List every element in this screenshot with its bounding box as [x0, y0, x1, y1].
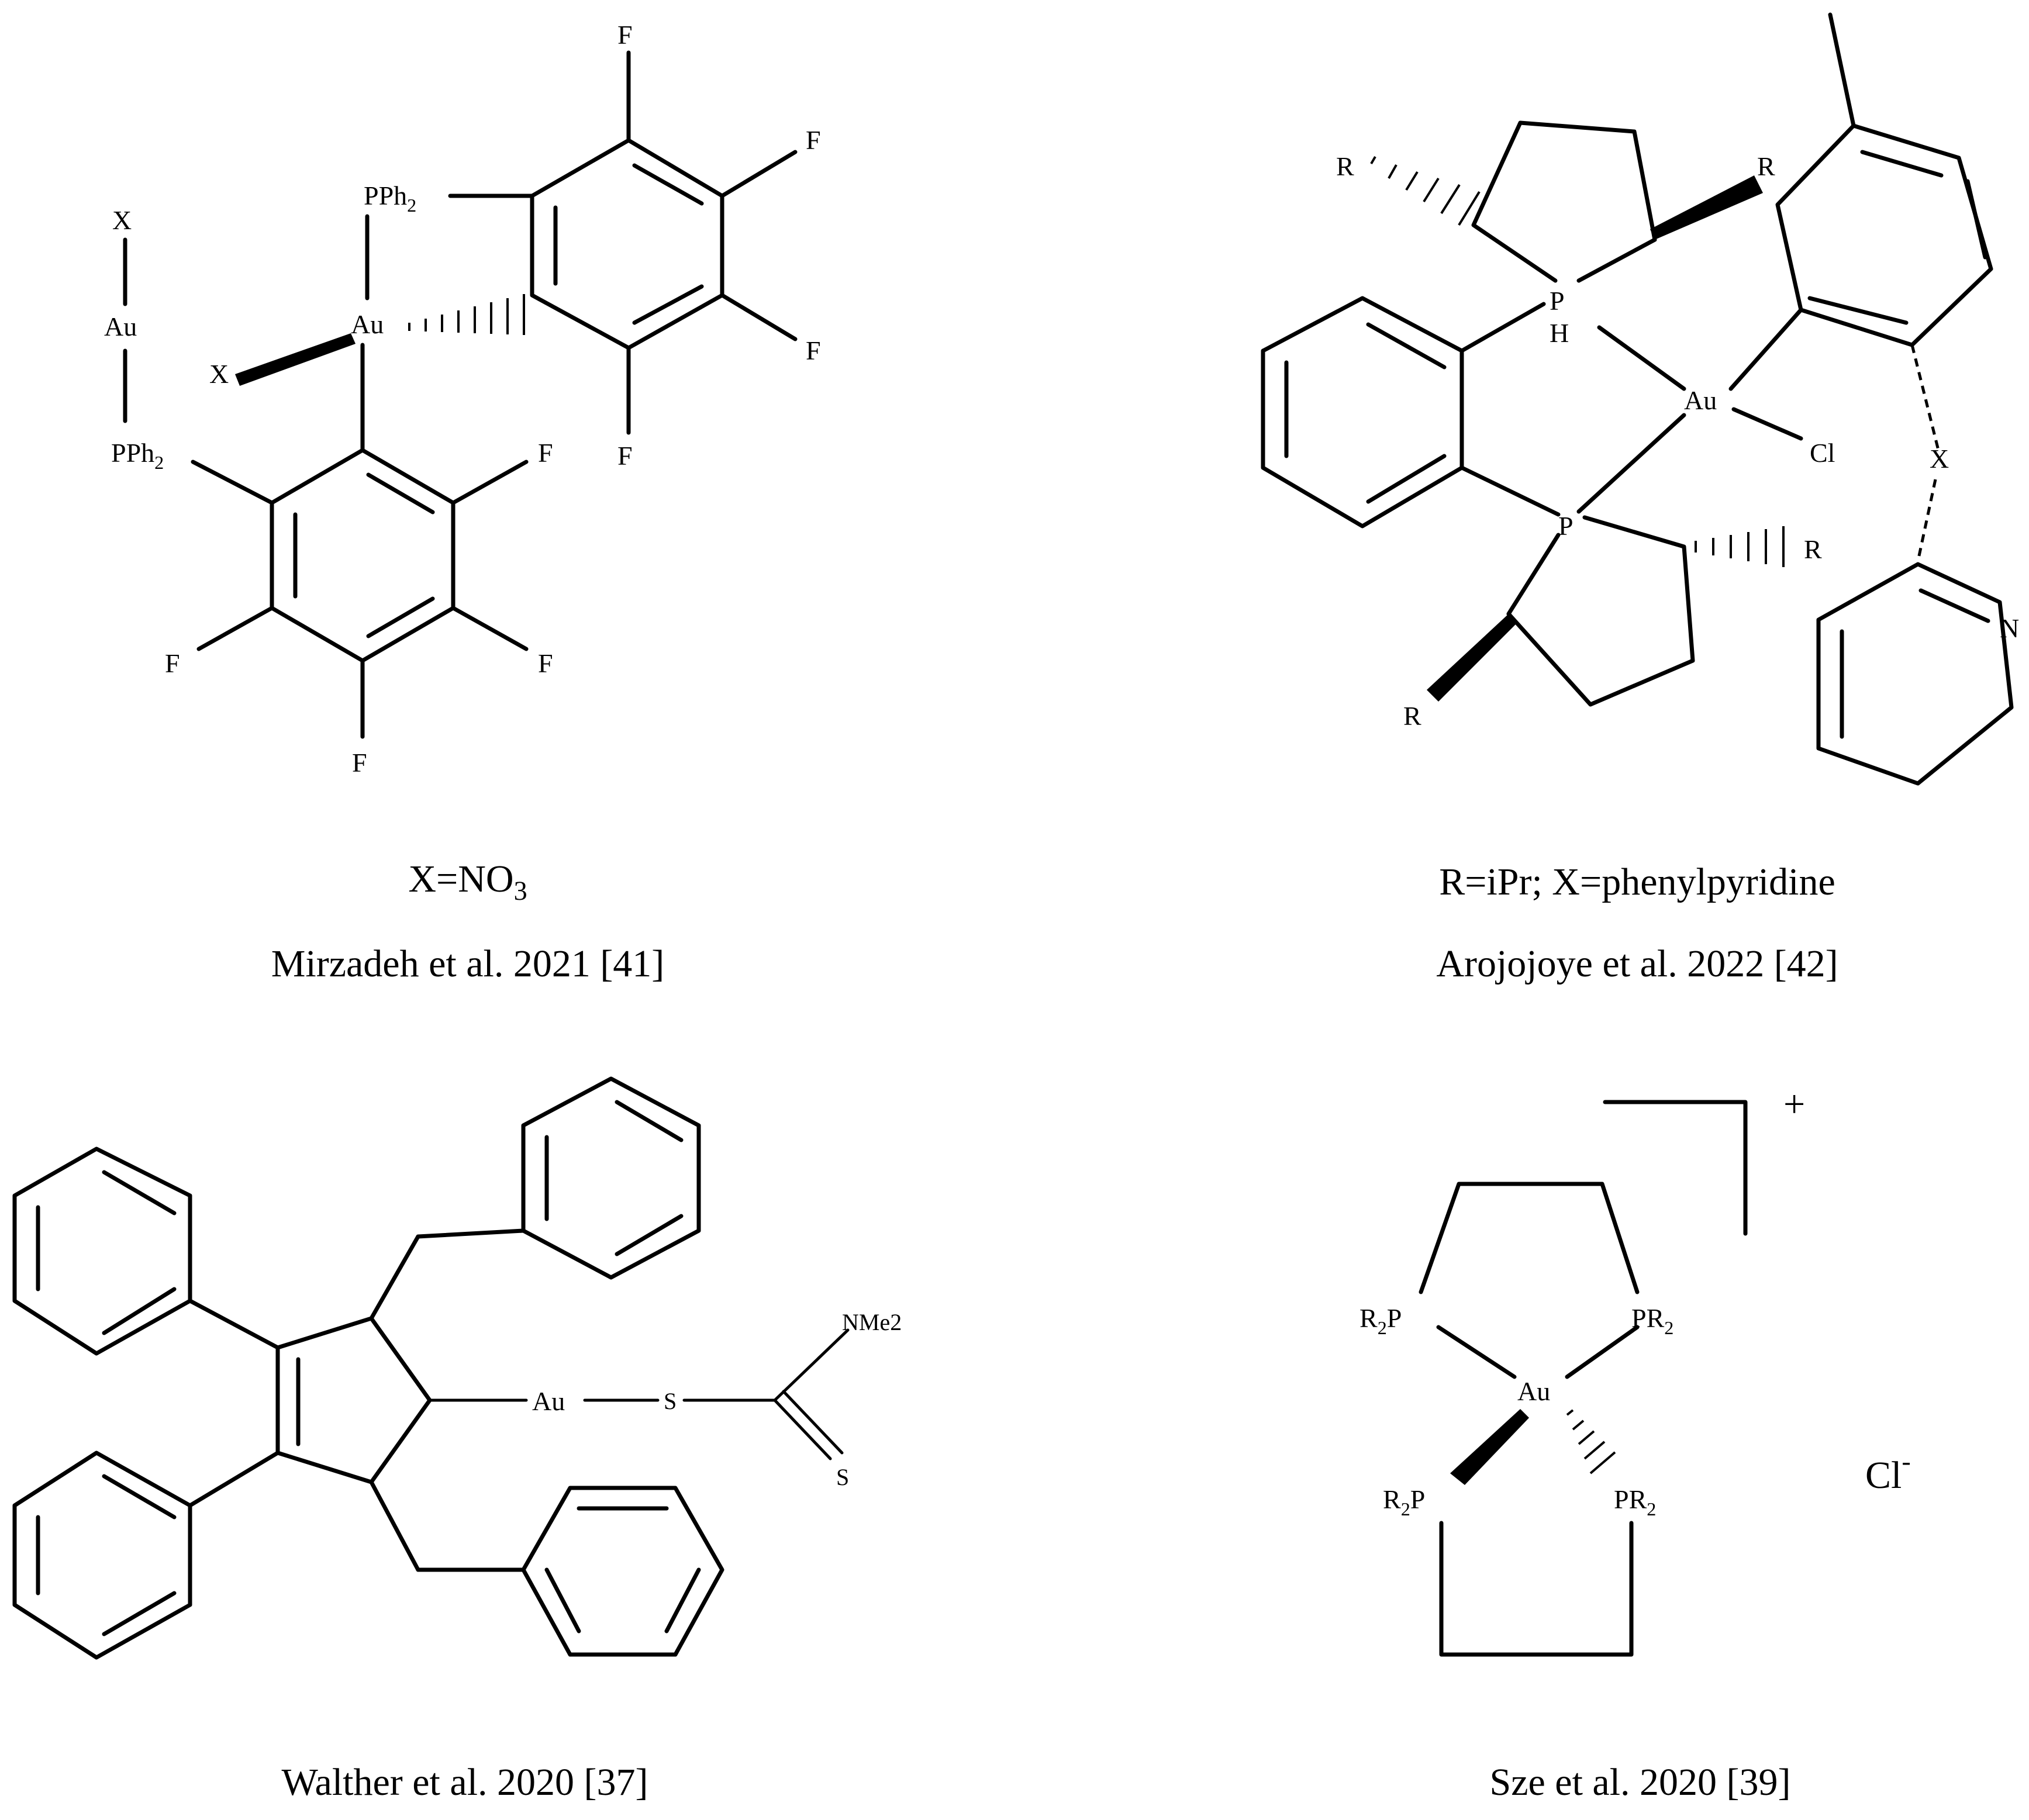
- atom-p: P: [1550, 286, 1565, 316]
- citation-label: Arojojoye et al. 2022 [42]: [1436, 942, 1838, 985]
- panel-mirzadeh: X Au PPh2 F F F F Au PPh2 X: [104, 20, 821, 985]
- atom-au-left: Au: [104, 312, 137, 341]
- panel-arojojoye: R R P H Au Cl X: [1261, 12, 2019, 985]
- atom-h: H: [1550, 318, 1569, 348]
- atom-f: F: [165, 648, 180, 678]
- atom-au: Au: [1684, 385, 1717, 415]
- charge-plus: +: [1783, 1083, 1805, 1125]
- atom-s: S: [836, 1464, 849, 1490]
- atom-f: F: [617, 20, 633, 50]
- atom-nme2: NMe2: [842, 1309, 902, 1335]
- atom-f: F: [806, 125, 821, 155]
- structure-note: X=NO3: [408, 858, 527, 906]
- atom-f: F: [806, 336, 821, 365]
- atom-f: F: [352, 748, 367, 778]
- atom-pr2: PR2: [1631, 1303, 1673, 1338]
- atom-cl: Cl: [1810, 438, 1835, 468]
- atom-pph2-top: PPh2: [364, 181, 416, 216]
- citation-label: Mirzadeh et al. 2021 [41]: [271, 942, 665, 985]
- citation-label: Walther et al. 2020 [37]: [282, 1761, 648, 1804]
- atom-r2p: R2P: [1359, 1303, 1402, 1338]
- atom-f: F: [617, 441, 633, 471]
- atom-r: R: [1804, 534, 1822, 564]
- hash-bond: [1566, 1409, 1616, 1474]
- atom-f: F: [538, 648, 553, 678]
- atom-r: R: [1757, 151, 1775, 181]
- structure-note: R=iPr; X=phenylpyridine: [1439, 861, 1835, 903]
- hash-bond: [408, 294, 525, 335]
- atom-f: F: [538, 438, 553, 468]
- citation-label: Sze et al. 2020 [39]: [1489, 1761, 1790, 1804]
- panel-walther: Au S NMe2 S Walther et al. 2020 [37]: [12, 1076, 902, 1804]
- atom-x-wedge: X: [209, 359, 229, 389]
- hash-bond: [1370, 156, 1481, 226]
- atom-r: R: [1336, 151, 1354, 181]
- atom-p: P: [1558, 511, 1573, 541]
- atom-n: N: [2000, 613, 2019, 643]
- atom-x-top: X: [112, 205, 132, 235]
- atom-au-center: Au: [351, 309, 384, 339]
- panel-sze: + R2P PR2 Au R2P PR2 Cl- Sze et al. 2020…: [1359, 1083, 1911, 1804]
- counterion: Cl-: [1865, 1446, 1911, 1497]
- atom-pph2-left: PPh2: [111, 438, 164, 473]
- atom-x: X: [1930, 444, 1949, 474]
- atom-au: Au: [532, 1386, 565, 1416]
- atom-r: R: [1403, 701, 1421, 731]
- hash-bond: [1695, 526, 1785, 567]
- atom-au: Au: [1517, 1376, 1550, 1406]
- atom-pr2: PR2: [1614, 1484, 1656, 1519]
- atom-r2p: R2P: [1383, 1484, 1425, 1519]
- atom-s: S: [664, 1388, 677, 1414]
